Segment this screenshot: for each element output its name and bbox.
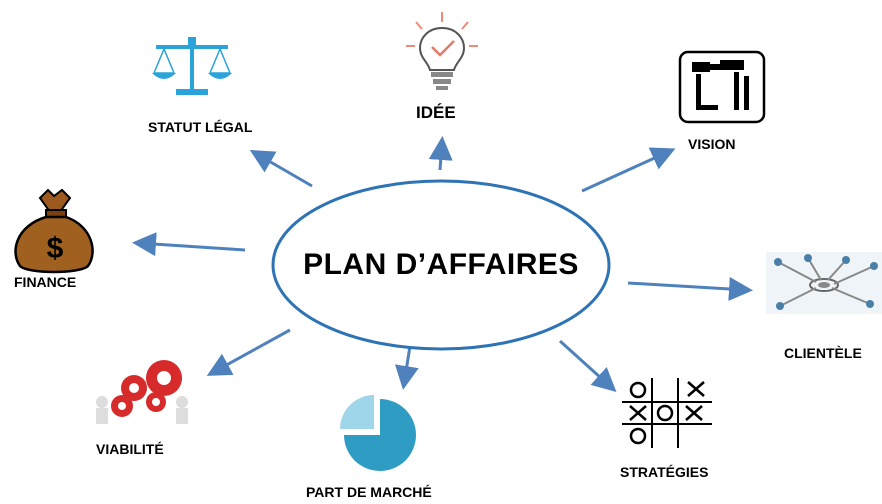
node-statut-label: STATUT LÉGAL bbox=[148, 119, 253, 135]
arrow-idee bbox=[428, 136, 453, 171]
node-part-marche-label: PART DE MARCHÉ bbox=[306, 484, 432, 500]
lightbulb-icon bbox=[406, 12, 478, 90]
arrow-strategies bbox=[558, 339, 617, 393]
binoculars-icon bbox=[678, 50, 766, 124]
money-bag-icon: $ bbox=[14, 188, 94, 274]
node-idee-label: IDÉE bbox=[416, 103, 456, 122]
center-title: PLAN D’AFFAIRES bbox=[303, 248, 579, 281]
arrow-finance bbox=[132, 232, 246, 257]
network-icon bbox=[766, 252, 882, 314]
scale-icon bbox=[152, 37, 232, 95]
arrow-clientele bbox=[627, 276, 753, 301]
node-vision-label: VISION bbox=[688, 136, 736, 152]
node-clientele-label: CLIENTÈLE bbox=[784, 345, 862, 361]
pie-chart-icon bbox=[340, 395, 416, 471]
arrow-statut bbox=[249, 149, 313, 188]
center-ellipse bbox=[271, 179, 611, 351]
tic-tac-toe-icon bbox=[622, 378, 712, 448]
arrow-viabilite bbox=[206, 328, 291, 376]
node-viabilite-label: VIABILITÉ bbox=[96, 441, 164, 457]
svg-text:$: $ bbox=[47, 232, 64, 265]
node-strategies-label: STRATÉGIES bbox=[620, 464, 709, 480]
node-finance-label: FINANCE bbox=[14, 274, 77, 290]
gears-icon bbox=[96, 360, 188, 424]
arrow-part-marche bbox=[394, 345, 419, 390]
arrow-vision bbox=[581, 147, 676, 193]
